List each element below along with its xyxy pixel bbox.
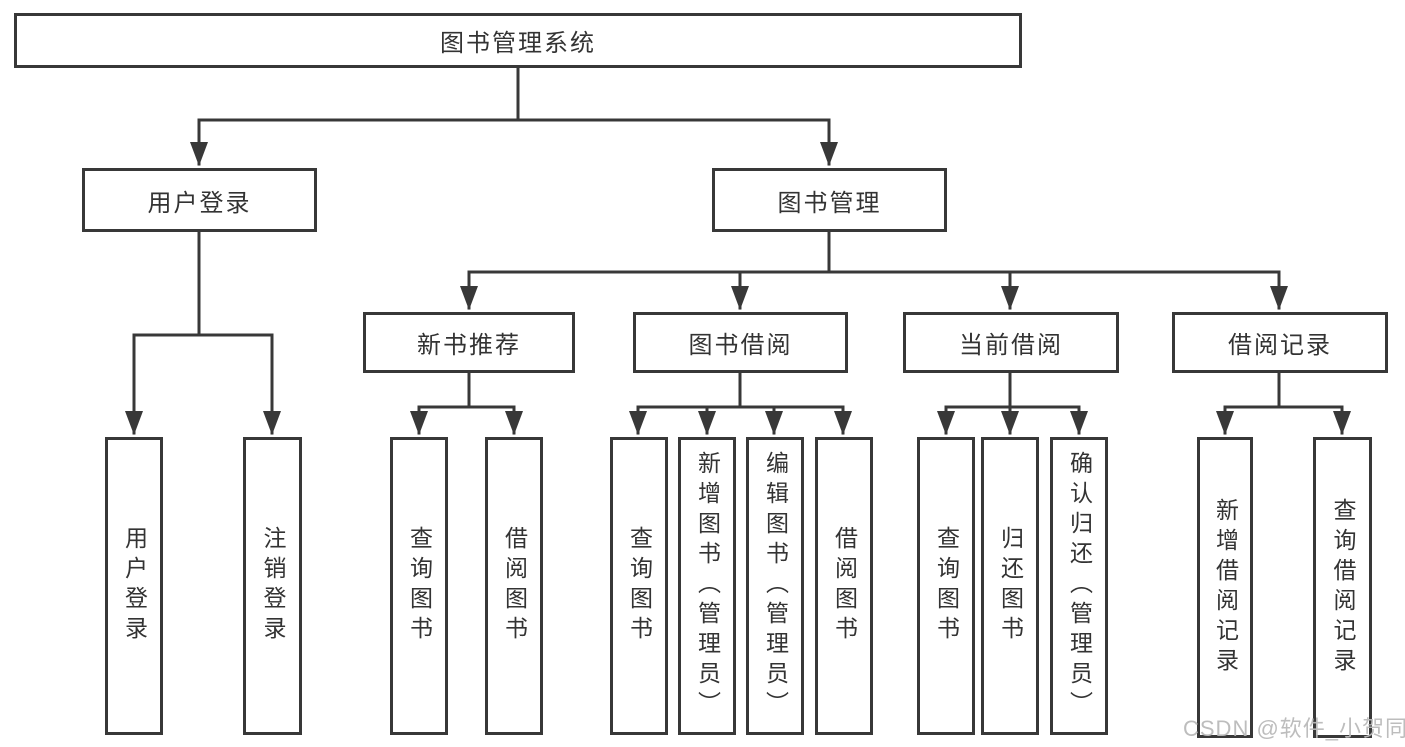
node-label: 用户登录 bbox=[147, 189, 252, 217]
leaf-label: 归还图书 bbox=[997, 526, 1024, 646]
leaf-user-login: 用户登录 bbox=[105, 437, 163, 735]
leaf-add-borrow-record: 新增借阅记录 bbox=[1197, 437, 1253, 738]
leaf-label: 确认归还（管理员） bbox=[1066, 451, 1093, 721]
leaf-label: 查询借阅记录 bbox=[1330, 497, 1356, 678]
leaf-label: 借阅图书 bbox=[501, 526, 528, 646]
leaf-confirm-return-admin: 确认归还（管理员） bbox=[1050, 437, 1108, 735]
csdn-watermark: CSDN @软件_小贺同学 bbox=[1183, 716, 1405, 741]
leaf-label: 新增借阅记录 bbox=[1212, 497, 1239, 678]
node-book-management: 图书管理 bbox=[712, 168, 947, 232]
leaf-borrow-books-2: 借阅图书 bbox=[815, 437, 873, 735]
leaf-label: 编辑图书（管理员） bbox=[762, 451, 789, 721]
node-library-management-system: 图书管理系统 bbox=[14, 13, 1022, 68]
node-label: 当前借阅 bbox=[959, 332, 1063, 359]
leaf-add-book-admin: 新增图书（管理员） bbox=[678, 437, 736, 735]
node-label: 借阅记录 bbox=[1228, 332, 1332, 359]
node-current-borrowing: 当前借阅 bbox=[903, 312, 1119, 373]
node-label: 图书管理 bbox=[777, 189, 882, 217]
node-user-login: 用户登录 bbox=[82, 168, 317, 232]
leaf-return-books: 归还图书 bbox=[981, 437, 1039, 735]
node-new-book-recommendation: 新书推荐 bbox=[363, 312, 575, 373]
leaf-label: 用户登录 bbox=[121, 526, 148, 646]
leaf-query-borrow-record: 查询借阅记录 bbox=[1313, 437, 1372, 738]
leaf-label: 查询图书 bbox=[626, 526, 653, 646]
leaf-query-books-3: 查询图书 bbox=[917, 437, 975, 735]
node-borrowing-records: 借阅记录 bbox=[1172, 312, 1388, 373]
leaf-label: 借阅图书 bbox=[831, 526, 858, 646]
node-book-borrowing: 图书借阅 bbox=[633, 312, 848, 373]
leaf-label: 新增图书（管理员） bbox=[694, 451, 721, 721]
leaf-label: 注销登录 bbox=[260, 526, 286, 646]
leaf-edit-book-admin: 编辑图书（管理员） bbox=[746, 437, 804, 735]
leaf-label: 查询图书 bbox=[406, 526, 433, 646]
node-label: 图书管理系统 bbox=[440, 30, 596, 57]
leaf-query-books-1: 查询图书 bbox=[390, 437, 448, 735]
leaf-query-books-2: 查询图书 bbox=[610, 437, 668, 735]
leaf-logout: 注销登录 bbox=[243, 437, 302, 735]
leaf-label: 查询图书 bbox=[933, 526, 960, 646]
node-label: 新书推荐 bbox=[417, 332, 521, 359]
leaf-borrow-books-1: 借阅图书 bbox=[485, 437, 543, 735]
node-label: 图书借阅 bbox=[688, 332, 793, 359]
